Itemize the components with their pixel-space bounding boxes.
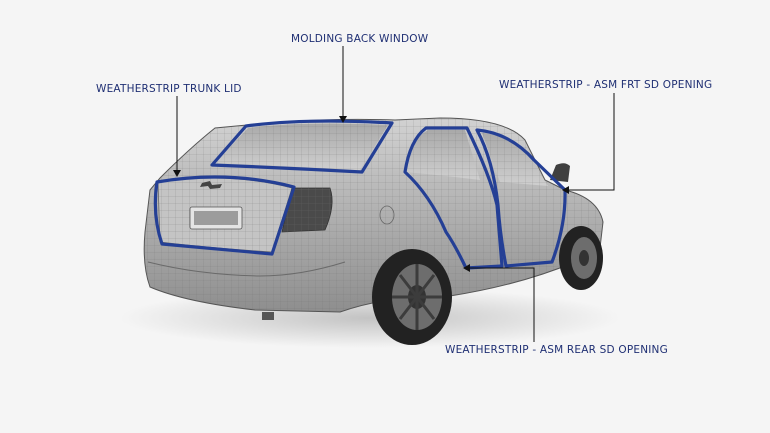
fuel-cap (379, 205, 395, 225)
arrowhead-weatherstrip-trunk-lid (173, 170, 181, 177)
leader-lines (176, 46, 615, 342)
rear-bumper (147, 261, 346, 277)
seal-trunk-lid (153, 175, 296, 256)
wheel-front (559, 226, 603, 290)
seal-front-door-opening (475, 128, 567, 268)
label-molding-back-window: MOLDING BACK WINDOW (291, 33, 429, 45)
arrowhead-front-side-door (562, 186, 569, 194)
seal-back-window (210, 119, 394, 174)
label-weatherstrip-front-side-door: WEATHERSTRIP - ASM FRT SD OPENING (499, 79, 713, 91)
arrowhead-molding-back-window (339, 116, 347, 123)
label-weatherstrip-rear-side-door: WEATHERSTRIP - ASM REAR SD OPENING (445, 344, 668, 356)
brand-emblem-icon (200, 181, 222, 189)
leader-front-side-door (565, 93, 615, 191)
leader-rear-side-door (466, 267, 535, 342)
wheel-rear (372, 249, 452, 345)
label-weatherstrip-trunk-lid: WEATHERSTRIP TRUNK LID (96, 83, 242, 95)
leader-arrowheads (173, 116, 569, 272)
side-mirror (550, 163, 570, 182)
arrowhead-rear-side-door (463, 264, 470, 272)
